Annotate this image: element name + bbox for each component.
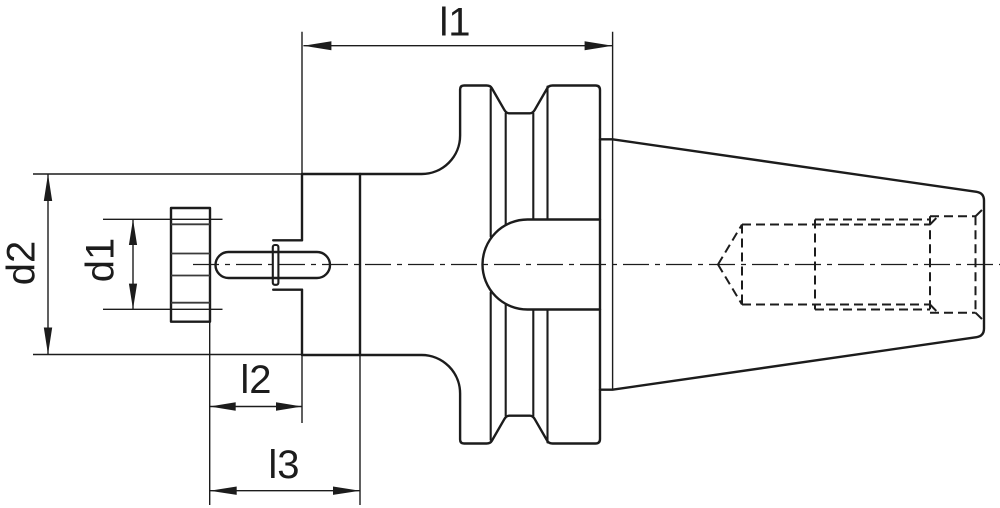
- body-front-face: [272, 172, 304, 357]
- dim-l2: l2: [209, 358, 302, 411]
- gripper-ball-groove: [481, 218, 602, 311]
- dim-d2: d2: [0, 174, 53, 355]
- flange-groove-edges: [489, 85, 549, 444]
- dim-l1: l1: [303, 1, 613, 51]
- taper-shank-outline: [598, 138, 986, 391]
- dim-label-l1: l1: [439, 1, 470, 45]
- pilot-pin: [214, 250, 332, 280]
- dim-label-d2: d2: [0, 241, 44, 286]
- dim-l3: l3: [209, 443, 360, 495]
- dim-label-l2: l2: [240, 358, 271, 402]
- arbor-body-and-flange-outline: [300, 84, 602, 445]
- extension-lines: [33, 31, 614, 505]
- pin-collar: [271, 243, 280, 286]
- dim-label-l3: l3: [268, 443, 299, 487]
- dim-label-d1: d1: [79, 238, 123, 283]
- internal-thread-hidden-lines: [717, 207, 985, 322]
- clamping-ring: [169, 206, 212, 323]
- dim-d1: d1: [79, 219, 138, 310]
